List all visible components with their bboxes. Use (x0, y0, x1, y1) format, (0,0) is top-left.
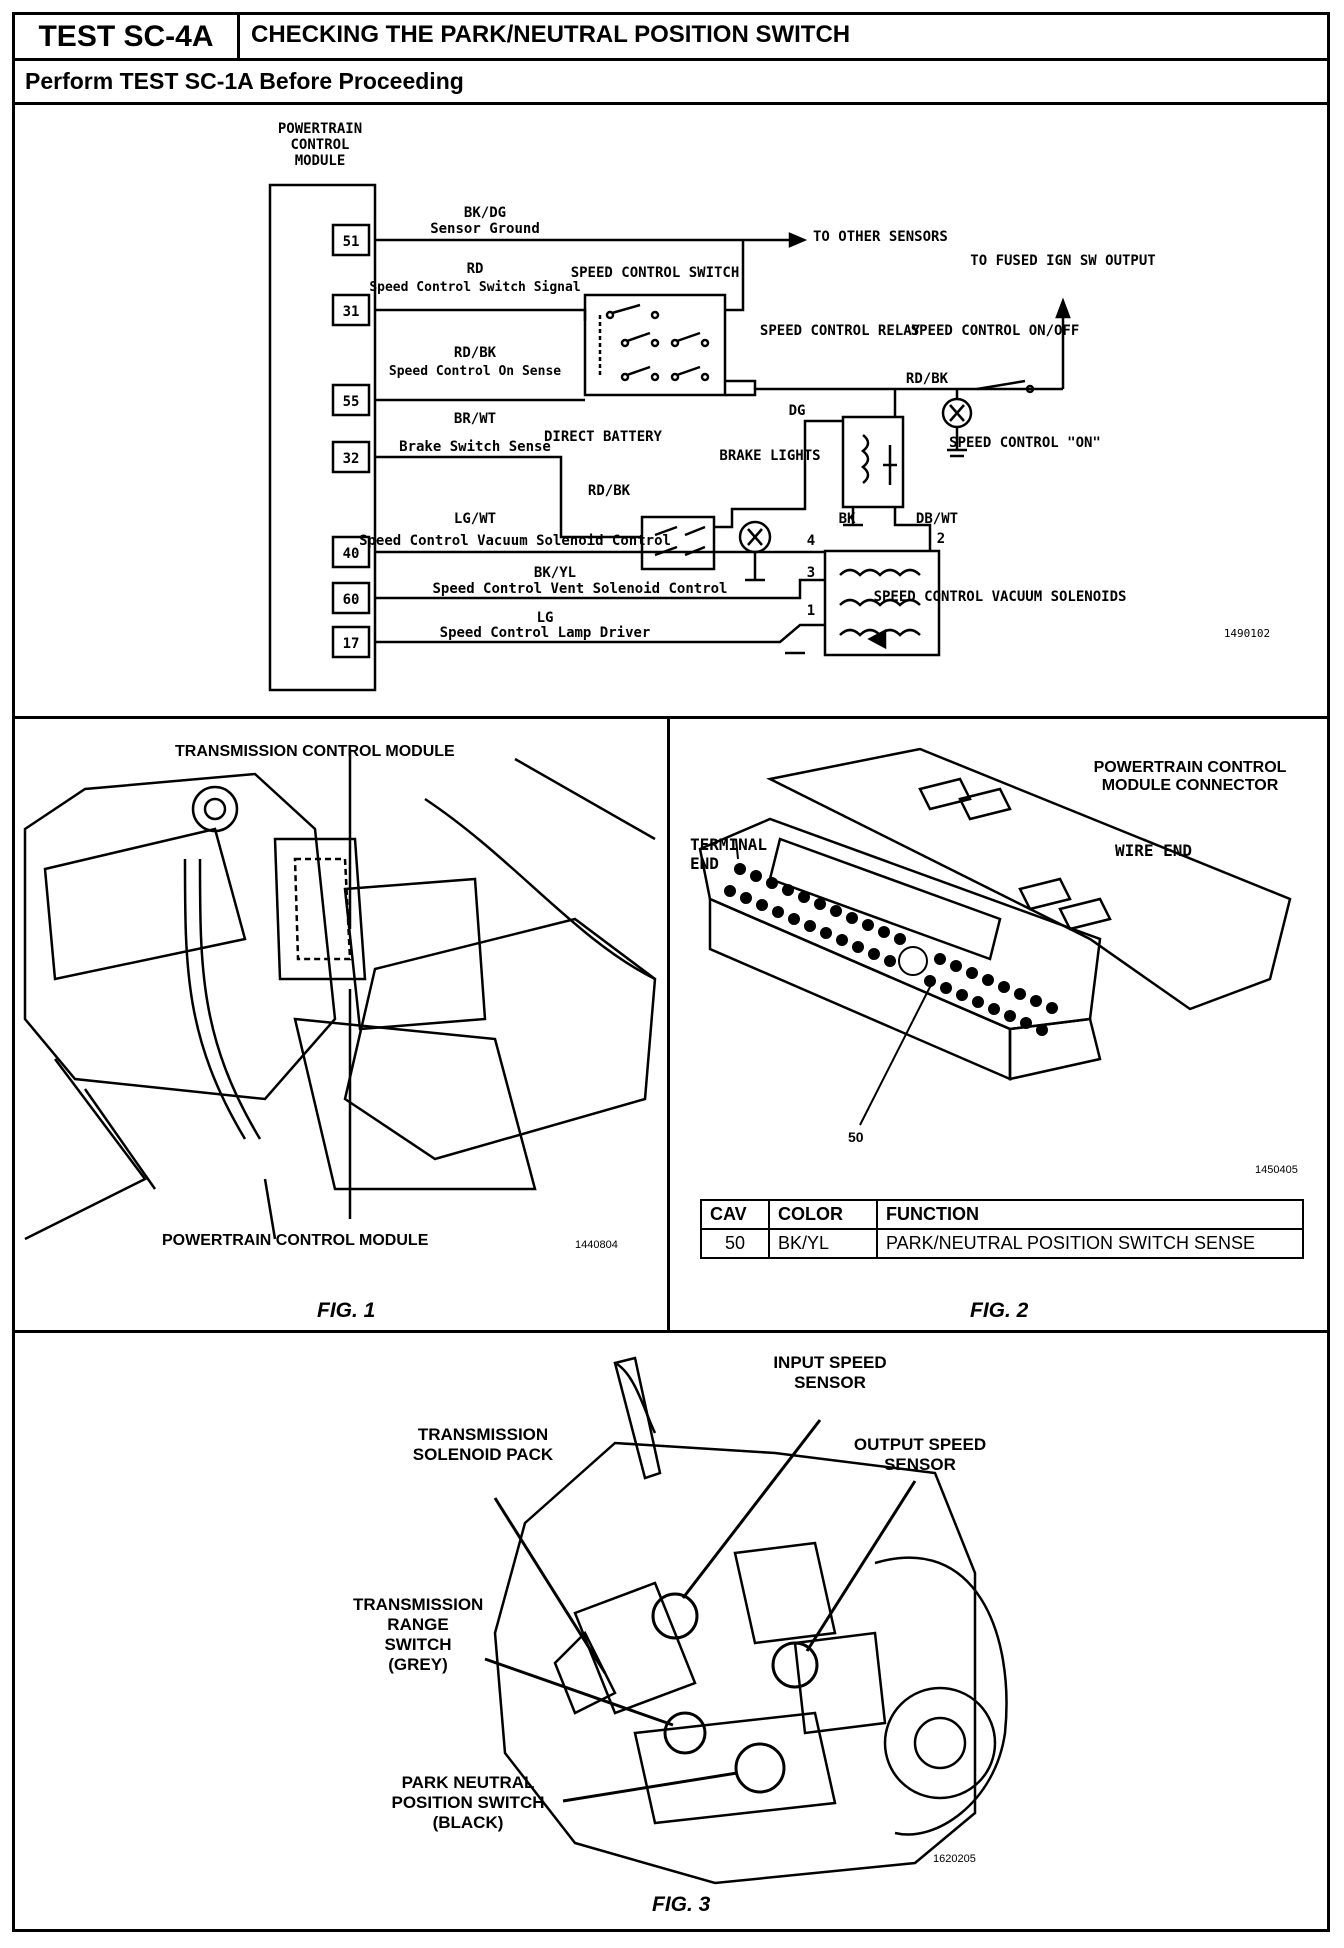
prerequisite-note: Perform TEST SC-1A Before Proceeding (15, 61, 1327, 105)
vacuum-solenoids-box (823, 549, 941, 657)
schematic-code: 1490102 (1224, 627, 1270, 640)
wire-color-55: RD/BK (454, 345, 497, 361)
vacuum-solenoids-label: SPEED CONTROL VACUUM SOLENOIDS (874, 589, 1127, 605)
fig3-panel: INPUT SPEED SENSOR OUTPUT SPEED SENSOR T… (15, 1333, 1327, 1929)
engine-bay-illustration (23, 749, 657, 1241)
pcm-label-1: POWERTRAIN (278, 121, 362, 137)
cav-header: CAV (700, 1199, 770, 1230)
color-cell: BK/YL (768, 1228, 878, 1259)
wire-desc-32: Brake Switch Sense (399, 439, 551, 455)
test-id: TEST SC-4A (15, 15, 240, 58)
wire-desc-55: Speed Control On Sense (389, 364, 561, 379)
wire-desc-40: Speed Control Vacuum Solenoid Control (359, 533, 671, 549)
pin-31: 31 (343, 304, 360, 320)
fig3-label-input-speed: INPUT SPEED SENSOR (773, 1353, 887, 1392)
document-page: TEST SC-4A CHECKING THE PARK/NEUTRAL POS… (12, 12, 1330, 1932)
wiring-schematic-panel: POWERTRAIN CONTROL MODULE 51 31 55 32 40… (15, 105, 1327, 719)
dbwt-wire-label: DB/WT (916, 511, 958, 527)
connector-illustration (698, 747, 1292, 1126)
fig3-label-solenoid-pack: TRANSMISSION SOLENOID PACK (412, 1425, 554, 1464)
to-other-sensors-label: TO OTHER SENSORS (813, 229, 948, 245)
wire-desc-51: Sensor Ground (430, 221, 540, 237)
cav-table: CAV COLOR FUNCTION 50 BK/YL PARK/NEUTRAL… (700, 1199, 1304, 1259)
pcm-box (268, 183, 377, 692)
wire-desc-17: Speed Control Lamp Driver (440, 625, 651, 641)
wire-color-51: BK/DG (464, 205, 506, 221)
table-row: 50 BK/YL PARK/NEUTRAL POSITION SWITCH SE… (700, 1228, 1304, 1259)
relay-box (841, 415, 905, 509)
brake-switch-box (640, 515, 716, 571)
pin-60: 60 (343, 592, 360, 608)
fig3-label-output-speed: OUTPUT SPEED SENSOR (853, 1435, 987, 1474)
pcm-label-2: CONTROL (290, 137, 349, 153)
sol-pin-1: 1 (807, 603, 815, 619)
pcm-label-3: MODULE (295, 153, 346, 169)
fig3-caption: FIG. 3 (652, 1893, 711, 1916)
fig1-code: 1440804 (575, 1239, 618, 1251)
fig2-label-terminal: TERMINAL END (690, 835, 768, 873)
speed-control-on-label: SPEED CONTROL "ON" (949, 435, 1101, 451)
fig3-label-range-switch: TRANSMISSION RANGE SWITCH (GREY) (353, 1595, 484, 1674)
fig2-caption: FIG. 2 (970, 1299, 1029, 1322)
function-header: FUNCTION (876, 1199, 1304, 1230)
fig1-label-tcm: TRANSMISSION CONTROL MODULE (175, 743, 455, 760)
pin-55: 55 (343, 394, 360, 410)
wiring-schematic: POWERTRAIN CONTROL MODULE 51 31 55 32 40… (268, 121, 1270, 692)
fig3-label-pnp-switch: PARK NEUTRAL POSITION SWITCH (BLACK) (391, 1773, 545, 1832)
fig3-code: 1620205 (933, 1853, 976, 1865)
fig1-panel: TRANSMISSION CONTROL MODULE POWERTRAIN C… (15, 719, 670, 1333)
sol-pin-4: 4 (807, 533, 815, 549)
header-bar: TEST SC-4A CHECKING THE PARK/NEUTRAL POS… (15, 15, 1327, 61)
pin-32: 32 (343, 451, 360, 467)
direct-battery-label: DIRECT BATTERY (544, 429, 663, 445)
speed-control-relay-label: SPEED CONTROL RELAY (760, 323, 921, 339)
bk-wire-label: BK (839, 511, 856, 527)
fig2-panel: POWERTRAIN CONTROL MODULE CONNECTOR TERM… (670, 719, 1327, 1333)
speed-control-switch-label: SPEED CONTROL SWITCH (571, 265, 740, 281)
wire-color-31: RD (467, 261, 484, 277)
wire-desc-31: Speed Control Switch Signal (369, 280, 580, 295)
pin-51: 51 (343, 234, 360, 250)
brake-lights-label: BRAKE LIGHTS (719, 448, 820, 464)
wire-color-32: BR/WT (454, 411, 496, 427)
speed-control-switch-box (583, 293, 727, 397)
speed-control-onoff-label: SPEED CONTROL ON/OFF (911, 323, 1080, 339)
wire-color-40: LG/WT (454, 511, 496, 527)
color-header: COLOR (768, 1199, 878, 1230)
wire-color-60: BK/YL (534, 565, 576, 581)
function-cell: PARK/NEUTRAL POSITION SWITCH SENSE (876, 1228, 1304, 1259)
sol-pin-2: 2 (937, 531, 945, 547)
fig2-label-wire: WIRE END (1115, 841, 1193, 860)
fig1-caption: FIG. 1 (317, 1299, 376, 1322)
pin-40: 40 (343, 546, 360, 562)
wire-color-17: LG (537, 610, 554, 626)
fig2-code: 1450405 (1255, 1164, 1298, 1176)
page-title: CHECKING THE PARK/NEUTRAL POSITION SWITC… (251, 21, 851, 48)
wire-desc-60: Speed Control Vent Solenoid Control (432, 581, 727, 597)
relay-wire-label: RD/BK (906, 371, 949, 387)
dg-wire-label: DG (789, 403, 806, 419)
brake-wire-label: RD/BK (588, 483, 631, 499)
fig2-pin-callout: 50 (848, 1129, 864, 1145)
sol-pin-3: 3 (807, 565, 815, 581)
pin-17: 17 (343, 636, 360, 652)
to-fused-ign-label: TO FUSED IGN SW OUTPUT (970, 253, 1155, 269)
fig2-label-connector: POWERTRAIN CONTROL MODULE CONNECTOR (1093, 759, 1287, 794)
transmission-illustration (484, 1356, 1008, 1885)
fig1-label-pcm: POWERTRAIN CONTROL MODULE (162, 1232, 429, 1249)
cav-cell: 50 (700, 1228, 770, 1259)
